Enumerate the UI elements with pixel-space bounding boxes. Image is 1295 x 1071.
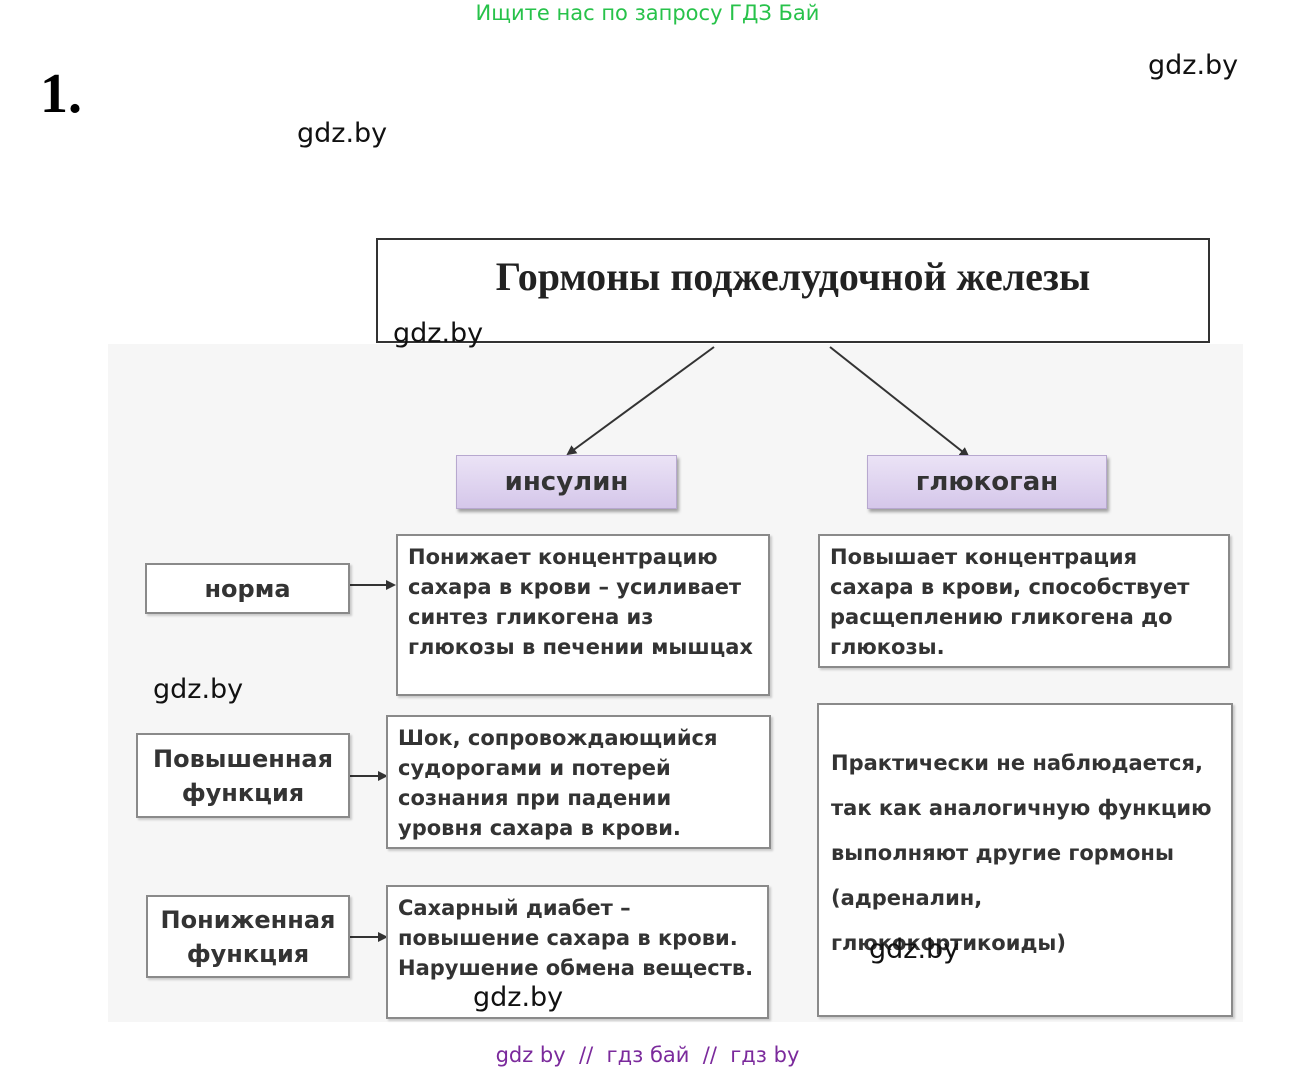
condition-label-line: функция bbox=[181, 778, 305, 807]
condition-label-line: Пониженная bbox=[160, 905, 336, 934]
effect-line: Повышает концентрация bbox=[830, 545, 1138, 569]
effect-line: сахара в крови – усиливает bbox=[408, 575, 742, 599]
effect-line: выполняют другие гормоны bbox=[831, 841, 1174, 865]
watermark: gdz.by bbox=[473, 982, 564, 1013]
effect-line: Практически не наблюдается, bbox=[831, 751, 1203, 775]
effect-line: глюкозы в печении мышцах bbox=[408, 635, 753, 659]
watermark: gdz.by bbox=[297, 118, 388, 149]
task-number: 1. bbox=[40, 63, 82, 125]
insulin-increased-effect: Шок, сопровождающийся судорогами и потер… bbox=[386, 715, 771, 849]
glucagon-normal-effect: Повышает концентрация сахара в крови, сп… bbox=[818, 534, 1230, 668]
effect-line: повышение сахара в крови. bbox=[398, 926, 738, 950]
effect-line: Шок, сопровождающийся bbox=[398, 726, 718, 750]
effect-line: Понижает концентрацию bbox=[408, 545, 718, 569]
watermark: gdz.by bbox=[393, 318, 484, 349]
effect-line: (адреналин, глюкокортикоиды) bbox=[831, 886, 1066, 955]
condition-decreased: Пониженная функция bbox=[146, 895, 350, 978]
watermark: gdz.by bbox=[1148, 50, 1239, 81]
effect-line: расщеплению гликогена до bbox=[830, 605, 1173, 629]
effect-line: Сахарный диабет – bbox=[398, 896, 631, 920]
condition-label-line: функция bbox=[186, 939, 310, 968]
arrow-to-insulin bbox=[566, 346, 715, 456]
watermark: gdz.by bbox=[869, 934, 960, 965]
insulin-box: инсулин bbox=[456, 455, 677, 509]
effect-line: сахара в крови, способствует bbox=[830, 575, 1190, 599]
effect-line: глюкозы. bbox=[830, 635, 945, 659]
effect-line: судорогами и потерей bbox=[398, 756, 671, 780]
effect-line: Нарушение обмена веществ. bbox=[398, 956, 754, 980]
insulin-decreased-effect: Сахарный диабет – повышение сахара в кро… bbox=[386, 885, 769, 1019]
effect-line: уровня сахара в крови. bbox=[398, 816, 681, 840]
condition-normal: норма bbox=[145, 563, 350, 614]
glucagon-box: глюкоган bbox=[867, 455, 1107, 509]
insulin-normal-effect: Понижает концентрацию сахара в крови – у… bbox=[396, 534, 770, 696]
watermark: gdz.by bbox=[153, 674, 244, 705]
condition-increased: Повышенная функция bbox=[136, 733, 350, 818]
effect-line: синтез гликогена из bbox=[408, 605, 654, 629]
effect-line: сознания при падении bbox=[398, 786, 672, 810]
diagram-title: Гормоны поджелудочной железы bbox=[376, 238, 1210, 343]
footer-links[interactable]: gdz by // гдз бай // гдз by bbox=[495, 1043, 800, 1067]
arrow-to-glucagon bbox=[829, 346, 970, 458]
condition-label-line: Повышенная bbox=[153, 744, 333, 773]
top-banner[interactable]: Ищите нас по запросу ГДЗ Бай bbox=[475, 1, 820, 25]
effect-line: так как аналогичную функцию bbox=[831, 796, 1212, 820]
glucagon-abnormal-effect: Практически не наблюдается, так как анал… bbox=[817, 703, 1233, 1017]
